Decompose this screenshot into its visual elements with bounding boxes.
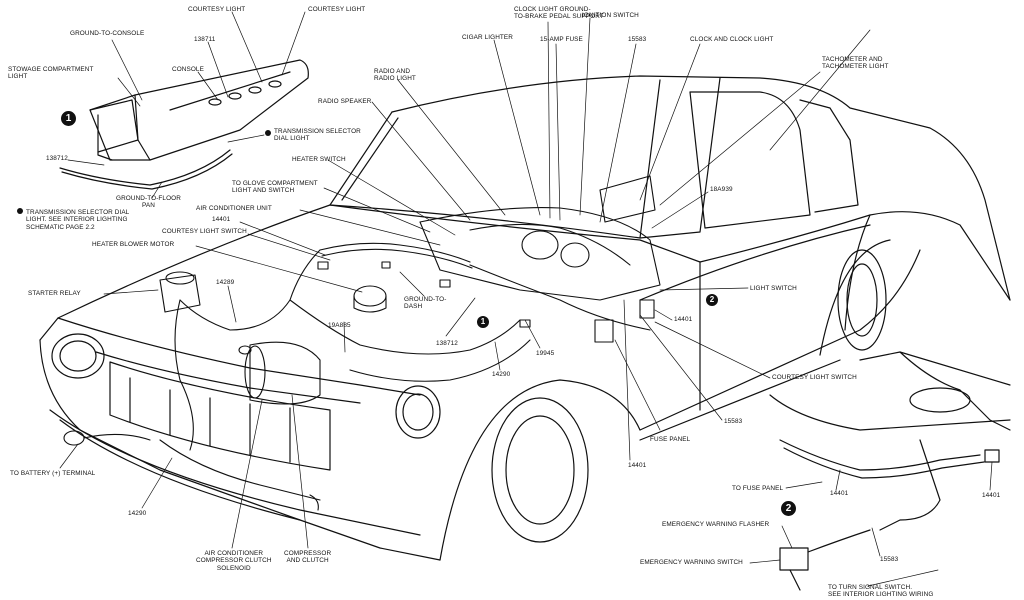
callout-1-badge-console: 1 [61,111,76,126]
label-138711: 138711 [194,36,216,43]
car-body [39,75,1011,561]
label-courtesy-light-a: COURTESY LIGHT [188,6,246,13]
label-air-conditioner-unit: AIR CONDITIONER UNIT [196,205,272,212]
label-tachometer: TACHOMETER AND TACHOMETER LIGHT [822,56,889,71]
label-heater-switch: HEATER SWITCH [292,156,346,163]
label-14401-a: 14401 [212,216,231,223]
label-clock-light: CLOCK AND CLOCK LIGHT [690,36,774,43]
label-18a939: 18A939 [710,186,733,193]
label-to-battery: TO BATTERY (+) TERMINAL [10,470,96,477]
label-compressor-and-clutch: COMPRESSOR AND CLUTCH [284,550,332,565]
label-14401-e: 14401 [982,492,1001,499]
label-courtesy-light-switch-a: COURTESY LIGHT SWITCH [162,228,247,235]
label-14401-b: 14401 [674,316,693,323]
label-heater-blower-motor: HEATER BLOWER MOTOR [92,241,175,248]
label-15-amp-fuse: 15-AMP FUSE [540,36,583,43]
label-courtesy-light-switch-b: COURTESY LIGHT SWITCH [772,374,857,381]
label-ac-compressor-clutch-solenoid: AIR CONDITIONER COMPRESSOR CLUTCH SOLENO… [196,550,272,572]
label-ignition-switch: IGNITION SWITCH [582,12,639,19]
label-ground-to-console: GROUND-TO-CONSOLE [70,30,145,37]
label-138712-b: 138712 [436,340,458,347]
callout-1-badge-dash: 1 [477,316,489,328]
label-15583-b: 15583 [724,418,743,425]
label-14290-b: 14290 [128,510,147,517]
label-light-switch: LIGHT SWITCH [750,285,797,292]
label-19945: 19945 [536,350,555,357]
label-radio-speaker: RADIO SPEAKER [318,98,372,105]
label-14289: 14289 [216,279,235,286]
label-console: CONSOLE [172,66,204,73]
flasher-inset [769,351,1011,591]
label-stowage-light: STOWAGE COMPARTMENT LIGHT [8,66,94,81]
label-trans-note: TRANSMISSION SELECTOR DIAL LIGHT. SEE IN… [26,209,130,231]
label-19a885: 19A885 [328,322,351,329]
star-icon [17,130,271,214]
label-emergency-warning-flasher: EMERGENCY WARNING FLASHER [662,521,770,528]
label-15583-a: 15583 [628,36,647,43]
callout-2-badge-light-switch: 2 [706,294,718,306]
label-15583-c: 15583 [880,556,899,563]
console-inset [59,59,309,190]
label-trans-selector-dial: TRANSMISSION SELECTOR DIAL LIGHT [274,128,361,143]
label-ground-to-floor: GROUND-TO-FLOOR PAN [116,195,181,210]
label-138712-a: 138712 [46,155,68,162]
label-to-fuse-panel: TO FUSE PANEL [732,485,784,492]
label-courtesy-light-b: COURTESY LIGHT [308,6,366,13]
label-glove-compartment: TO GLOVE COMPARTMENT LIGHT AND SWITCH [232,180,318,195]
label-cigar-lighter: CIGAR LIGHTER [462,34,514,41]
callout-2-badge-flasher: 2 [781,501,796,516]
label-radio-light: RADIO AND RADIO LIGHT [374,68,416,83]
label-emergency-warning-switch: EMERGENCY WARNING SWITCH [640,559,743,566]
label-14401-d: 14401 [830,490,849,497]
label-14290-a: 14290 [492,371,511,378]
label-fuse-panel: FUSE PANEL [650,436,691,443]
label-ground-to-dash: GROUND-TO- DASH [404,296,447,311]
label-to-turn-signal-switch: TO TURN SIGNAL SWITCH. SEE INTERIOR LIGH… [828,584,934,599]
wiring-harness [63,175,661,511]
leader-lines [59,11,993,587]
label-starter-relay: STARTER RELAY [28,290,81,297]
label-clock-light-ground: CLOCK LIGHT GROUND- TO-BRAKE PEDAL SUPPO… [514,6,604,21]
label-14401-c: 14401 [628,462,647,469]
